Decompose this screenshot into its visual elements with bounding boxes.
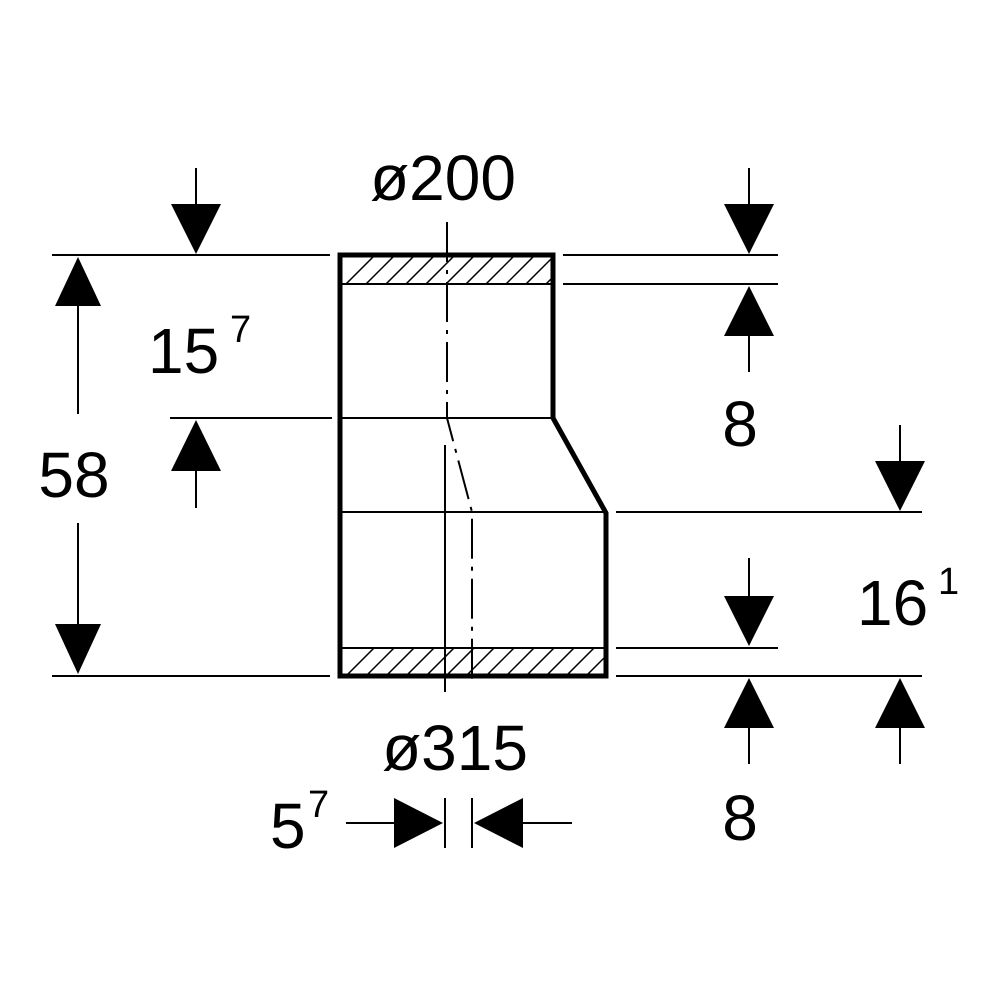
arrow-down-icon	[724, 204, 774, 254]
lower-section-label-superscript: 1	[938, 561, 959, 603]
dimension-lower-section	[875, 425, 925, 764]
dimension-top-wall	[724, 168, 774, 372]
axis-offset-label-superscript: 7	[308, 784, 329, 826]
arrow-down-icon	[724, 596, 774, 646]
arrow-left-icon	[474, 798, 523, 848]
arrow-up-icon	[171, 420, 221, 471]
bottom-diameter-label: ø315	[382, 712, 528, 784]
upper-axis-centerline	[446, 222, 473, 680]
arrow-up-icon	[724, 678, 774, 728]
arrow-right-icon	[394, 798, 443, 848]
center-lines	[444, 222, 473, 692]
internal-lines	[342, 283, 605, 649]
dimension-overall-height	[55, 257, 101, 674]
reducer-body-outline	[337, 252, 609, 679]
extension-lines	[52, 254, 922, 848]
dimension-upper-section	[171, 168, 221, 508]
arrow-down-icon	[55, 624, 101, 674]
part-outline	[337, 252, 609, 679]
overall-height-label: 58	[38, 439, 109, 511]
arrow-up-icon	[875, 678, 925, 728]
arrow-down-icon	[875, 461, 925, 511]
arrow-down-icon	[171, 204, 221, 254]
dimension-axis-offset	[346, 798, 572, 848]
arrow-up-icon	[724, 286, 774, 336]
top-wall-label: 8	[722, 388, 758, 460]
top-diameter-label: ø200	[370, 142, 516, 214]
upper-section-label-superscript: 7	[230, 309, 251, 351]
axis-offset-label: 5	[270, 790, 306, 862]
arrow-up-icon	[55, 257, 101, 306]
bottom-wall-hatching	[344, 648, 605, 676]
dimension-bottom-wall	[724, 558, 774, 764]
bottom-wall-label: 8	[722, 782, 758, 854]
upper-section-label: 15	[148, 315, 219, 387]
lower-section-label: 16	[857, 567, 928, 639]
